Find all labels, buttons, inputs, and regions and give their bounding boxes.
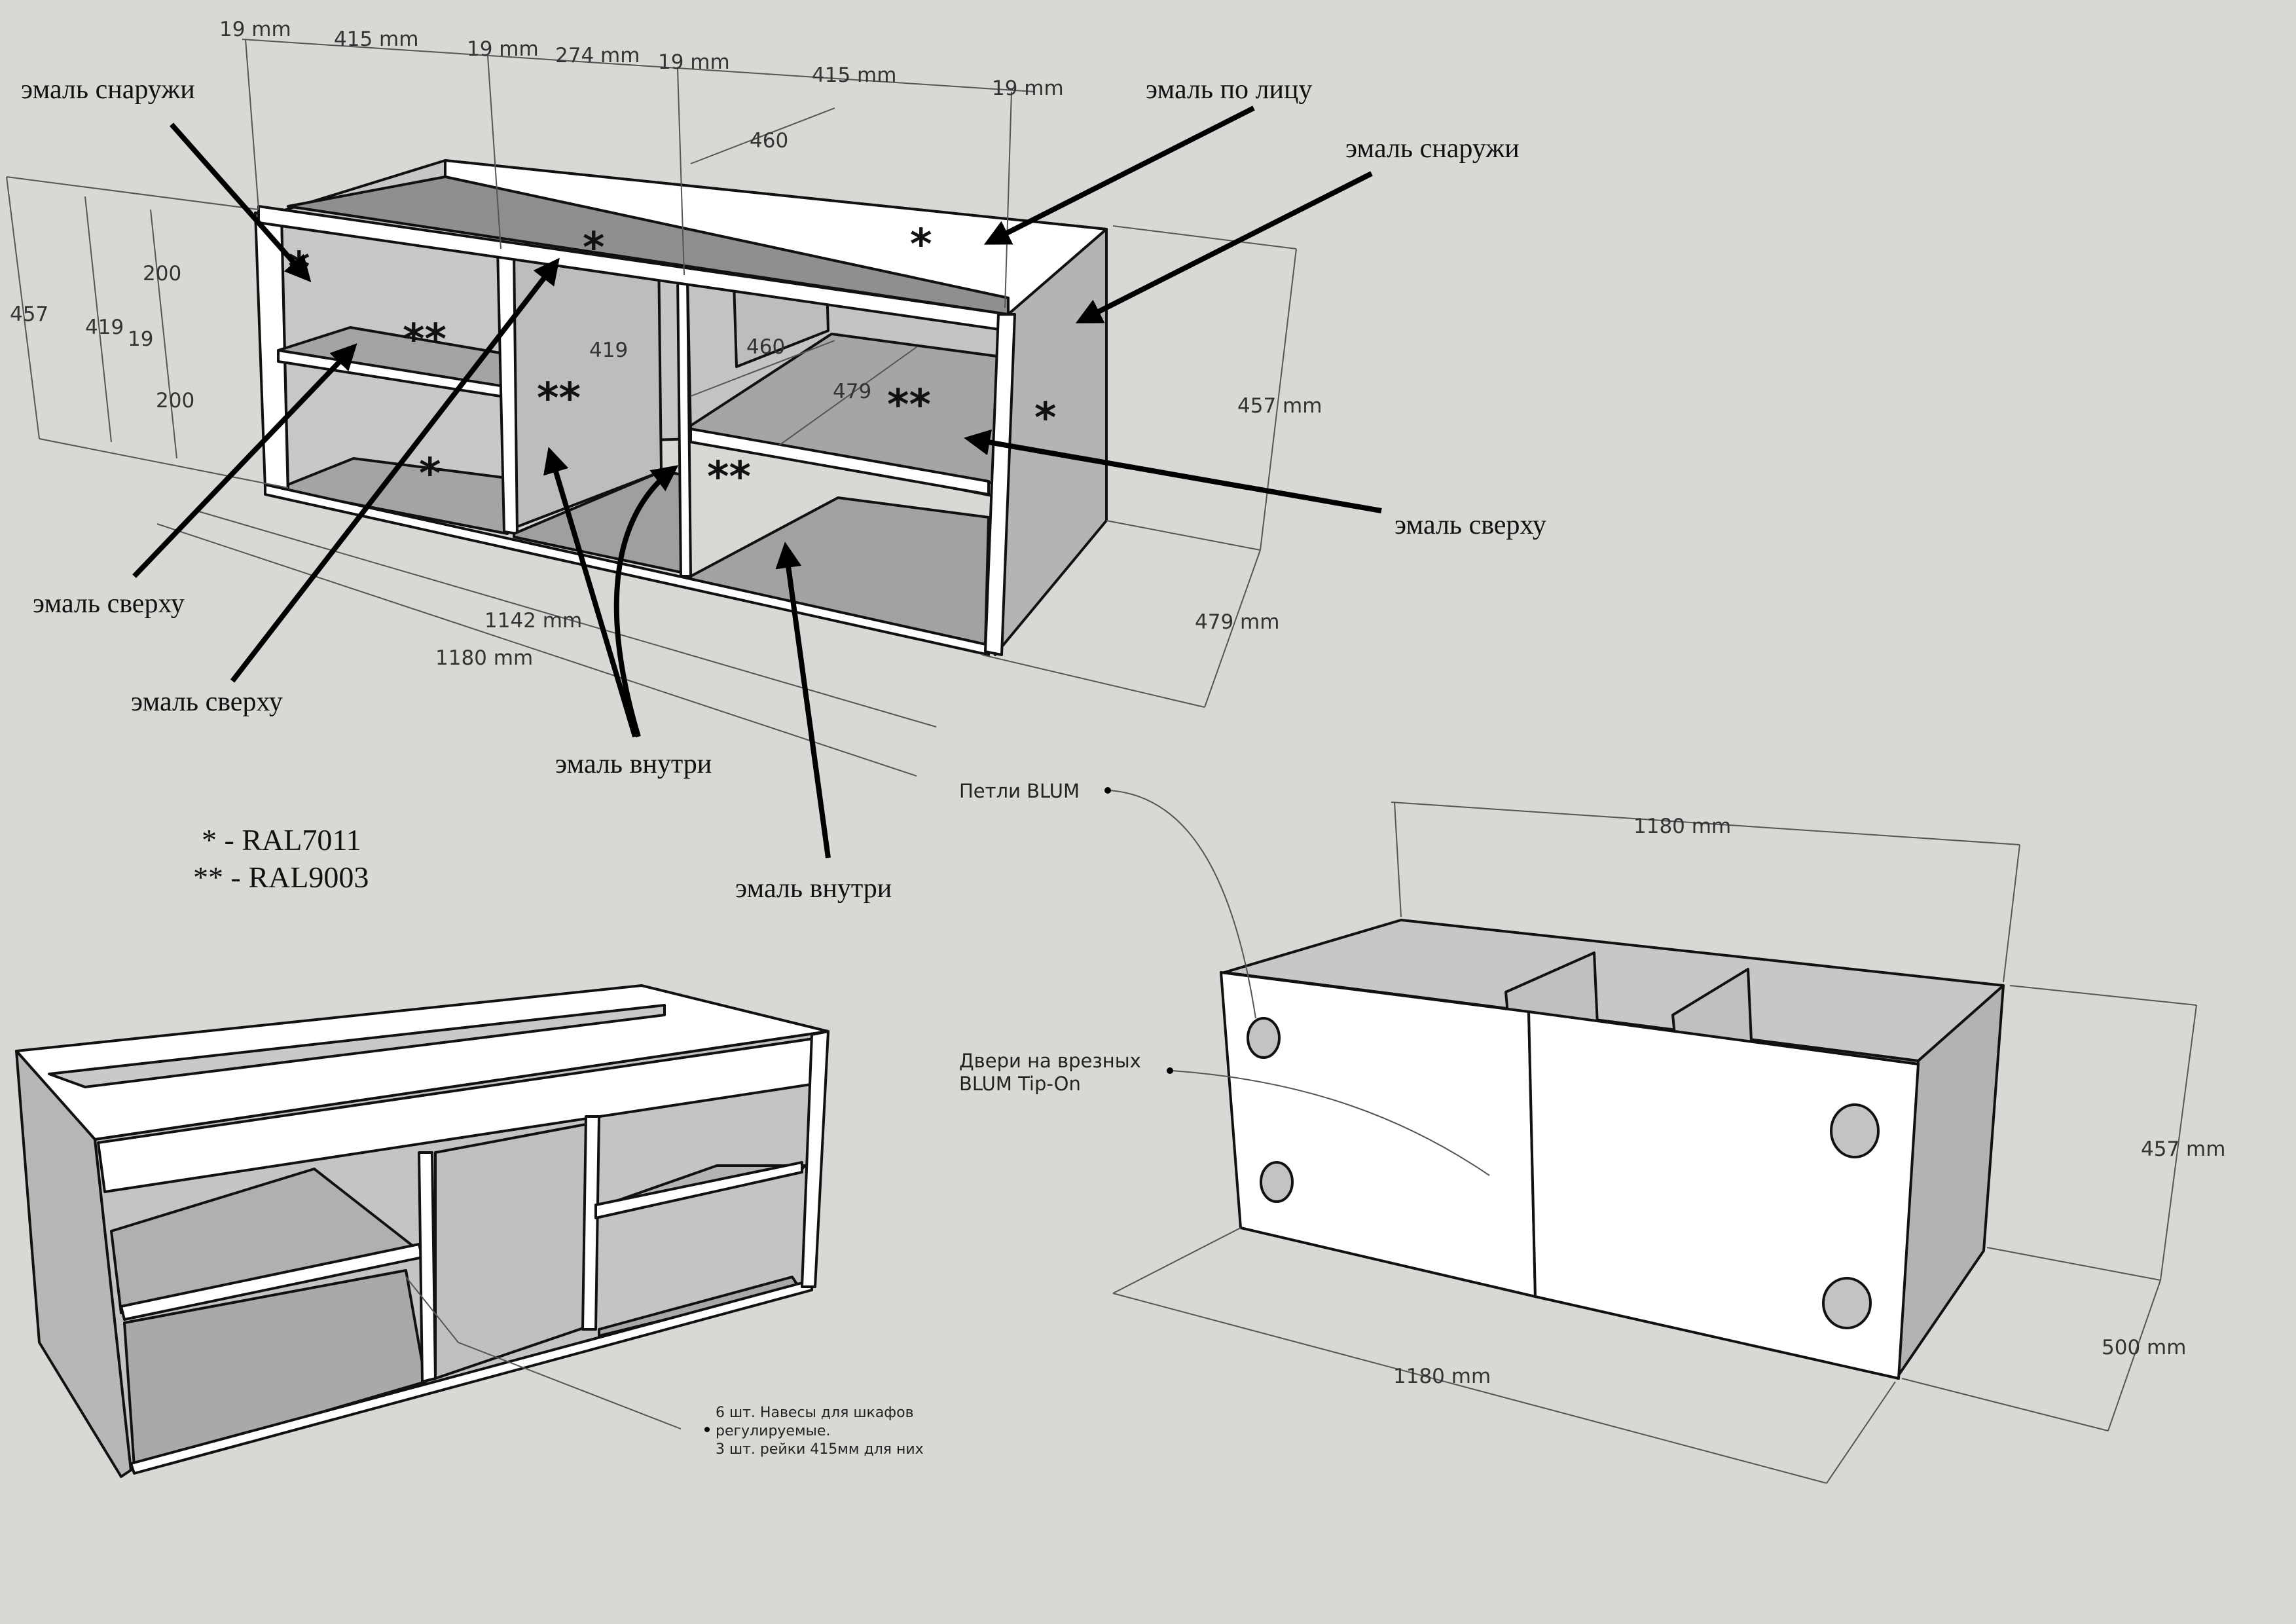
dim-19-d: 19 mm [992,77,1064,100]
legend-ral7011: * - RAL7011 [202,823,361,857]
dim-1142: 1142 mm [484,609,582,633]
hanger-note-line2: регулируемые. [716,1423,830,1439]
dim-460-b: 460 [746,335,785,359]
mark-double-star-3: ** [887,381,931,430]
mark-star-5: * [419,450,441,498]
dim-200-b: 200 [156,389,194,413]
dim-19-h: 19 [128,327,153,351]
dim-419: 419 [85,316,124,339]
dim-479-mm: 479 mm [1195,610,1279,634]
doors-cabinet-view: Петли BLUM Двери на врезных BLUM Tip-On … [959,780,2225,1484]
dim-200-a: 200 [143,262,181,286]
dim-419-inner: 419 [589,339,628,362]
dim-19-b: 19 mm [467,37,539,61]
label-front-face: эмаль по лицу [1146,75,1312,105]
dim-479-inner: 479 [833,380,871,403]
hanger-leader [405,1276,682,1430]
back-left-side [15,1050,132,1478]
dim-457-mm: 457 mm [1237,394,1322,418]
hinges-label: Петли BLUM [959,780,1080,802]
doors-dim-height: 457 mm [2141,1137,2225,1161]
back-right-shelf-edge [594,1161,803,1219]
color-legend: * - RAL7011 ** - RAL9003 [193,823,369,894]
back-middle-partition [418,1151,437,1383]
doors-dim-bottom-width: 1180 mm [1393,1365,1491,1388]
door-right [1527,1010,1920,1380]
dim-415-a: 415 mm [334,28,418,51]
back-right-front-edge [801,1030,829,1288]
hinge-cup-top-right [1830,1103,1880,1158]
mark-double-star-1: ** [403,316,446,364]
dim-415-b: 415 mm [812,64,896,87]
dim-19-c: 19 mm [658,50,730,74]
label-inside-1: эмаль внутри [555,749,712,779]
dim-19-a: 19 mm [219,18,291,41]
label-top-right: эмаль сверху [1394,510,1546,540]
dim-274: 274 mm [555,44,640,67]
label-inside-2: эмаль внутри [735,874,892,904]
doors-leader [1171,1070,1490,1176]
top-inner-strip [287,175,1010,316]
mark-star-3: * [910,221,932,269]
back-top-inner [48,1004,666,1088]
hinges-leader [1109,790,1256,1019]
mark-double-star-4: ** [707,453,751,502]
doors-dim-top-width: 1180 mm [1633,815,1731,838]
dimension-labels: 19 mm 415 mm 19 mm 274 mm 19 mm 415 mm 1… [10,18,1322,670]
back-bottom-front-edge [130,1279,813,1475]
mark-double-star-2: ** [537,375,581,423]
doors-label-line1: Двери на врезных [959,1050,1141,1072]
hinge-cup-top-left [1247,1017,1281,1059]
label-outside-top-left: эмаль снаружи [21,75,195,105]
legend-ral9003: ** - RAL9003 [193,860,369,894]
hanger-note-line3: 3 шт. рейки 415мм для них [716,1441,924,1458]
label-outside-right: эмаль снаружи [1345,134,1520,164]
right-shelf-edge [689,428,990,496]
back-right-partition [581,1115,600,1331]
annotation-arrows [132,105,1382,858]
mark-star-2: * [583,224,604,272]
label-top-left-1: эмаль сверху [33,589,185,619]
dimension-lines [6,39,1297,777]
dim-1180: 1180 mm [435,646,533,670]
dim-457: 457 [10,303,48,326]
annotation-labels: эмаль снаружи эмаль по лицу эмаль снаруж… [21,75,1546,904]
back-cabinet-view: 6 шт. Навесы для шкафов регулируемые. 3 … [15,984,924,1478]
doors-label-line2: BLUM Tip-On [959,1073,1081,1095]
label-top-left-2: эмаль сверху [131,687,283,717]
open-cabinet-view: * * * * * ** ** ** ** [6,18,1546,904]
bottom-front-edge [264,483,990,656]
hinge-cup-bottom-right [1822,1277,1872,1329]
hanger-note-line1: 6 шт. Навесы для шкафов [716,1405,914,1421]
hinge-cup-bottom-left [1260,1161,1294,1203]
dim-460-a: 460 [750,129,788,153]
mark-star-4: * [1034,394,1056,443]
right-side-front-edge [984,313,1016,656]
doors-dim-depth: 500 mm [2102,1336,2186,1359]
